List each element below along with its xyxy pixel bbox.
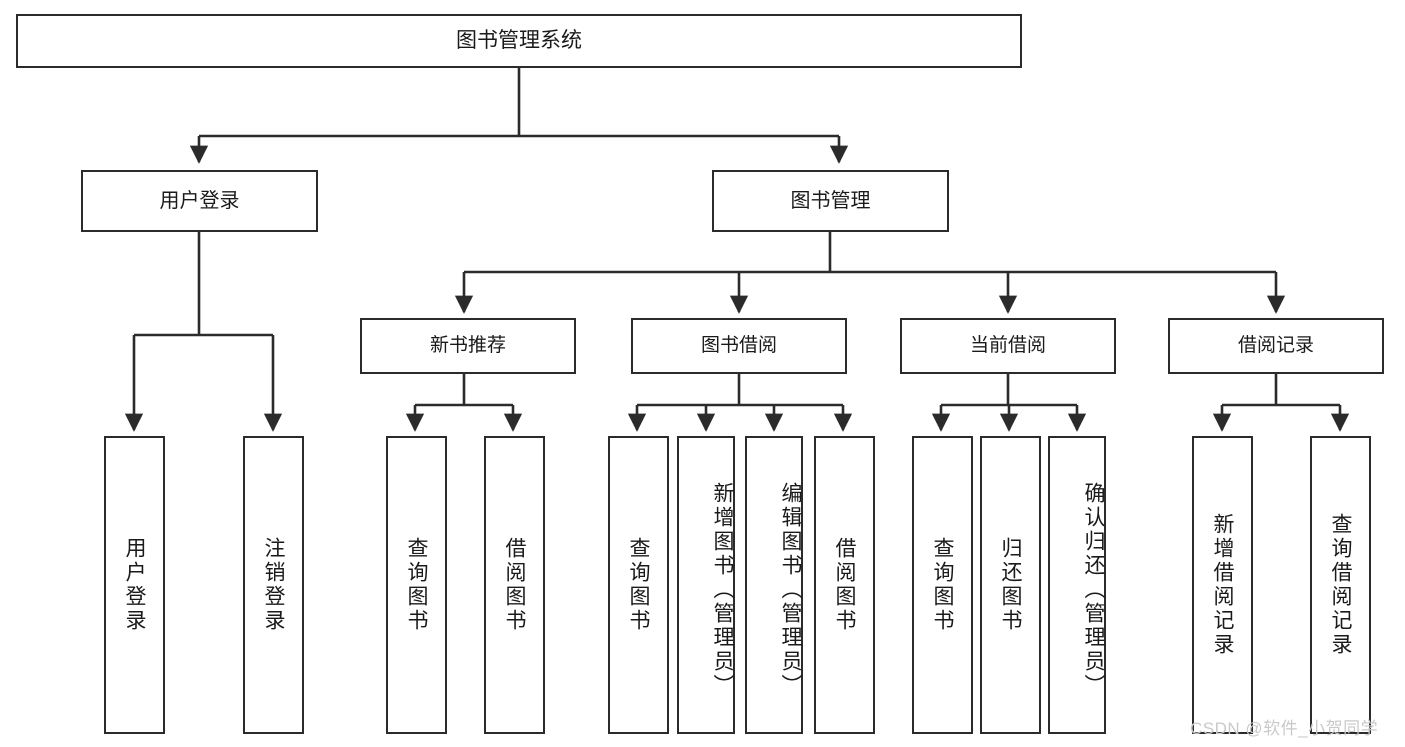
node-book-manage[interactable]: 图书管理 xyxy=(712,170,949,232)
leaf-add-borrow-record[interactable]: 新增借阅记录 xyxy=(1192,436,1253,734)
leaf-borrow-book-recommend[interactable]: 借阅图书 xyxy=(484,436,545,734)
node-current-borrow[interactable]: 当前借阅 xyxy=(900,318,1116,374)
leaf-query-book-recommend[interactable]: 查询图书 xyxy=(386,436,447,734)
leaf-add-book-admin[interactable]: 新增图书（管理员） xyxy=(677,436,735,734)
leaf-query-borrow-record[interactable]: 查询借阅记录 xyxy=(1310,436,1371,734)
leaf-user-login[interactable]: 用户登录 xyxy=(104,436,165,734)
leaf-confirm-return-admin[interactable]: 确认归还（管理员） xyxy=(1048,436,1106,734)
leaf-query-book-borrow[interactable]: 查询图书 xyxy=(608,436,669,734)
node-root[interactable]: 图书管理系统 xyxy=(16,14,1022,68)
node-book-borrow[interactable]: 图书借阅 xyxy=(631,318,847,374)
node-new-book-recommend[interactable]: 新书推荐 xyxy=(360,318,576,374)
leaf-logout[interactable]: 注销登录 xyxy=(243,436,304,734)
leaf-return-book[interactable]: 归还图书 xyxy=(980,436,1041,734)
leaf-query-book-current[interactable]: 查询图书 xyxy=(912,436,973,734)
node-user-login[interactable]: 用户登录 xyxy=(81,170,318,232)
leaf-edit-book-admin[interactable]: 编辑图书（管理员） xyxy=(745,436,803,734)
node-borrow-record[interactable]: 借阅记录 xyxy=(1168,318,1384,374)
leaf-borrow-book-borrow[interactable]: 借阅图书 xyxy=(814,436,875,734)
